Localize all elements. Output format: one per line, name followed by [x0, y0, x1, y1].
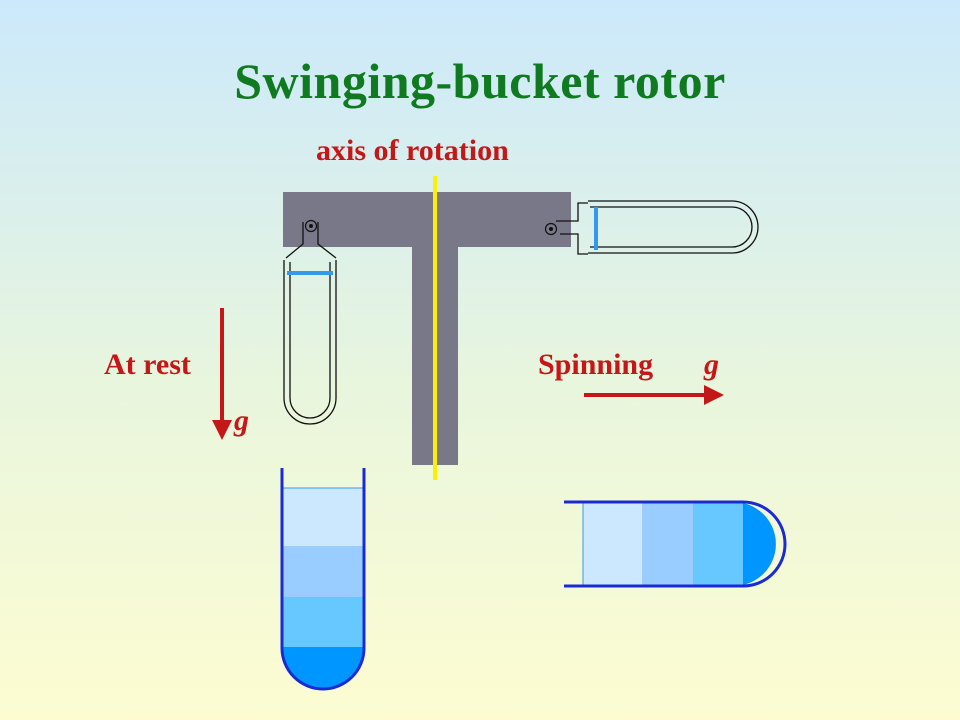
diagram-title: Swinging-bucket rotor	[234, 53, 726, 109]
band-layer-1	[283, 488, 363, 546]
band-layer-2	[283, 546, 363, 597]
swung-bucket	[556, 200, 759, 255]
pivot-left	[304, 219, 318, 233]
gravity-label-rest: g	[234, 404, 249, 437]
tube-horizontal	[564, 500, 787, 588]
tube-vertical	[280, 468, 366, 691]
band-layer-3h	[693, 503, 743, 585]
band-layer-3	[283, 597, 363, 647]
hanging-bucket	[283, 222, 337, 425]
band-layer-2h	[642, 503, 693, 585]
tube-outline-horizontal	[564, 500, 787, 588]
gravity-label-spinning: g	[704, 348, 719, 381]
at-rest-label: At rest	[104, 348, 191, 381]
spinning-label: Spinning	[538, 348, 654, 381]
band-layer-4	[283, 647, 363, 688]
rotor-body	[283, 192, 571, 465]
tube-outline-vertical	[280, 468, 366, 691]
pivot-right	[544, 222, 558, 236]
band-layer-1h	[583, 503, 642, 585]
axis-of-rotation-label: axis of rotation	[316, 134, 509, 167]
